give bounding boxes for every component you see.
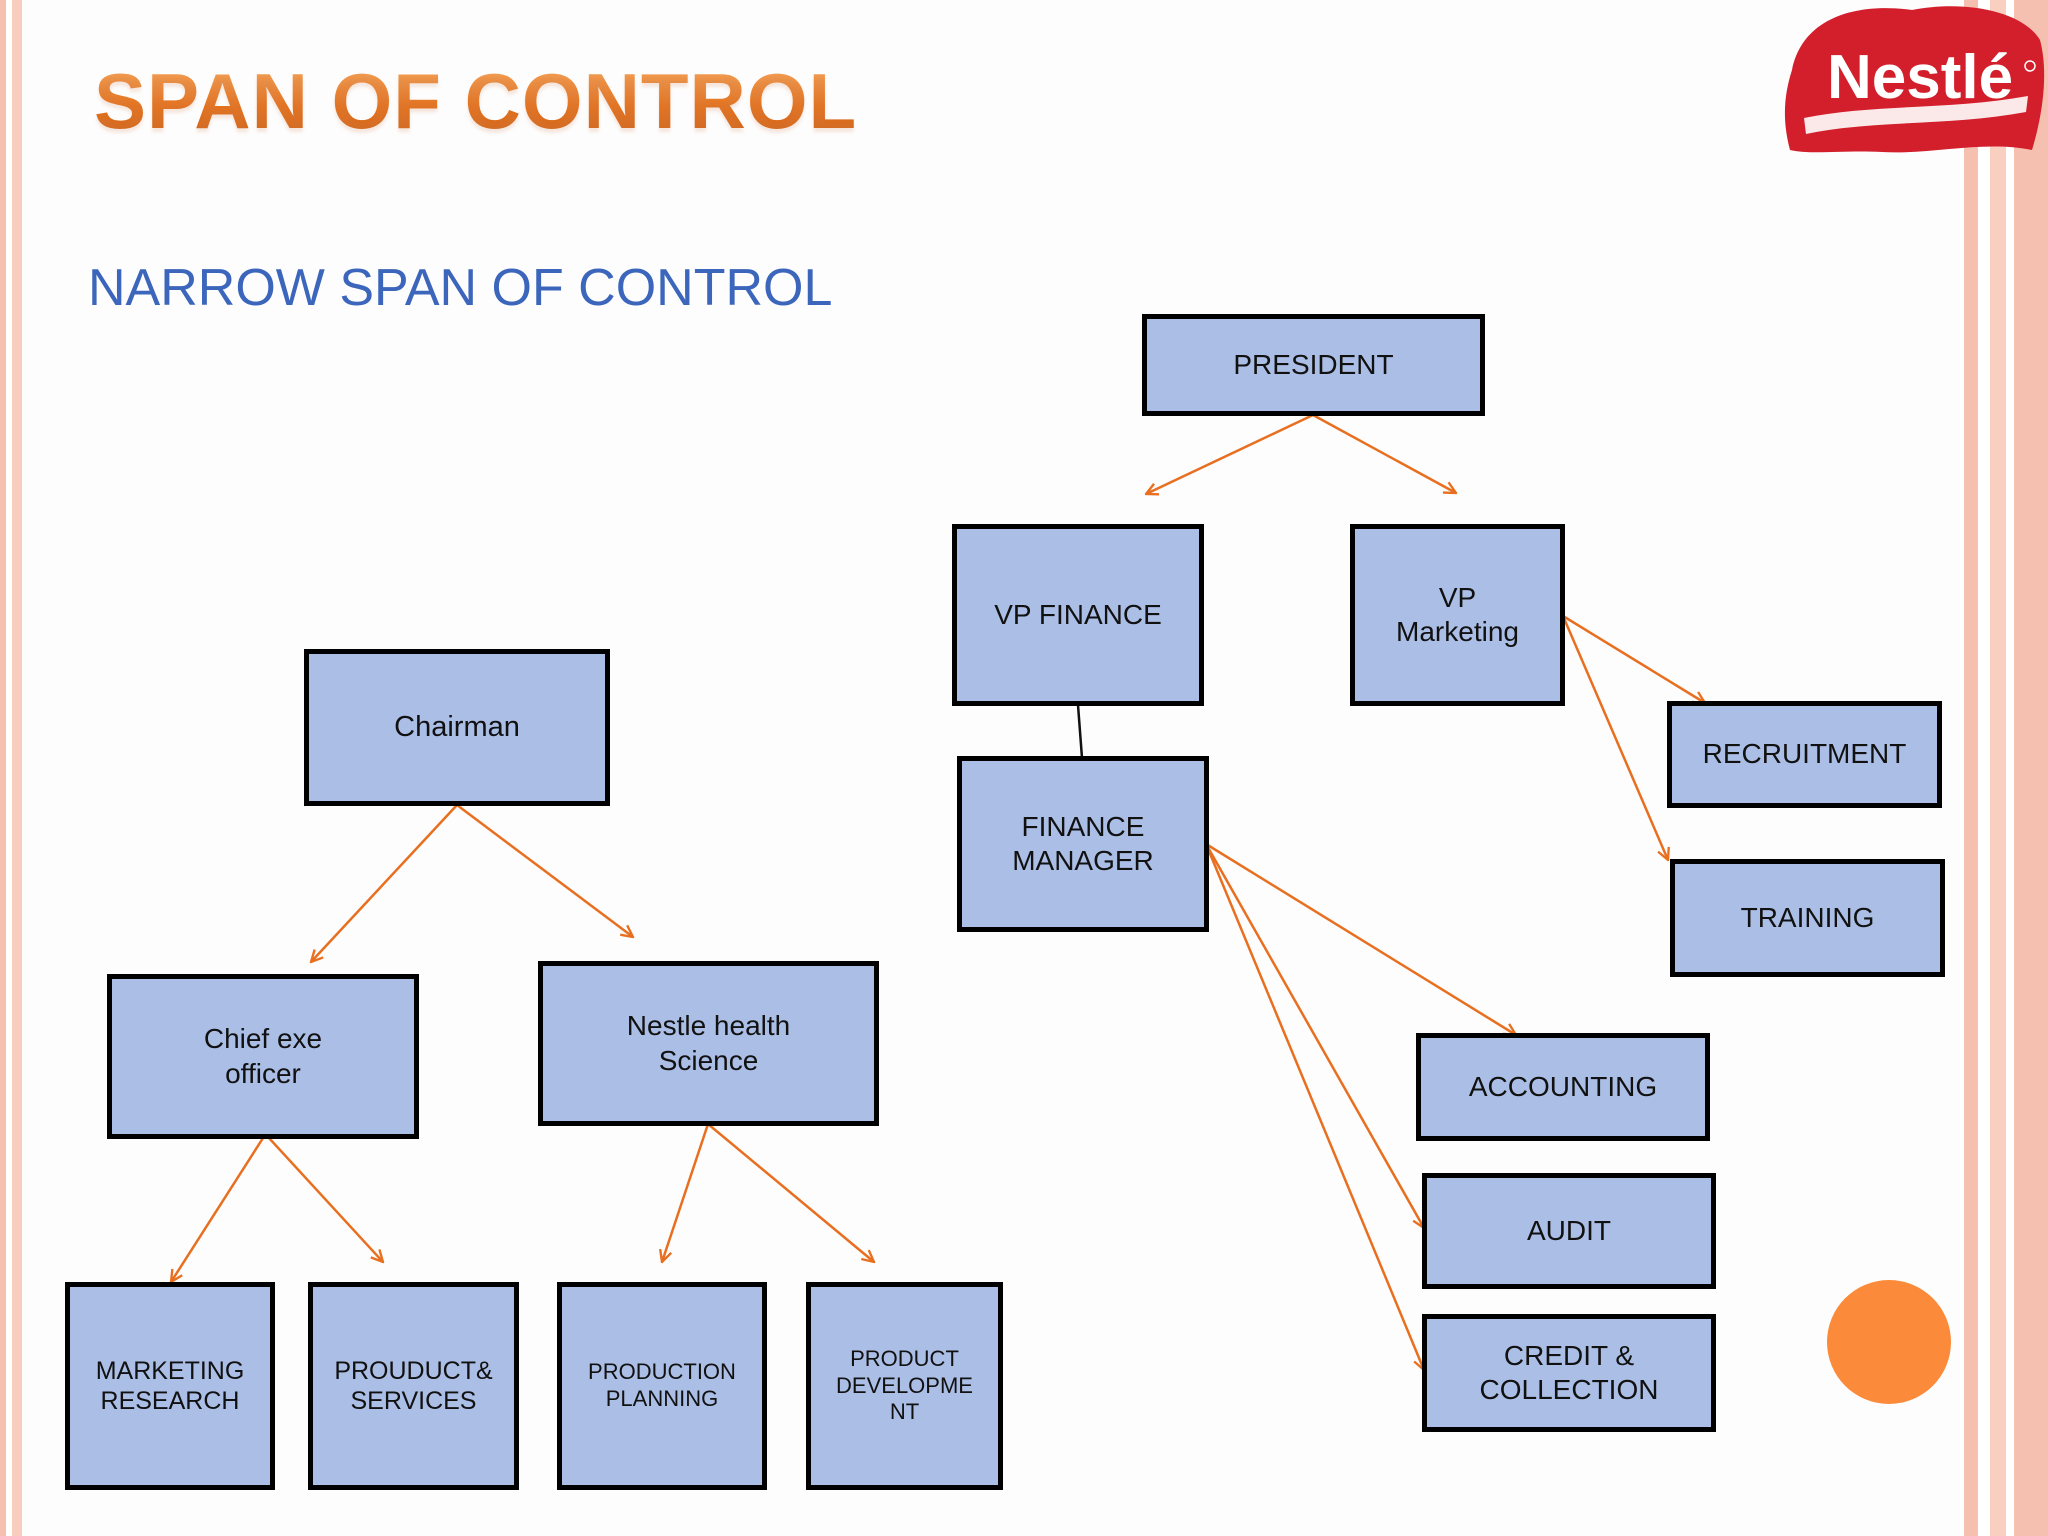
node-label: PRODUCT DEVELOPME NT <box>836 1345 973 1425</box>
decorative-orange-circle <box>1827 1280 1951 1404</box>
node-chief-exe-officer: Chief exe officer <box>107 974 419 1139</box>
node-label: Nestle health Science <box>626 1010 791 1076</box>
right-decorative-border <box>1960 0 2048 1536</box>
node-label: FINANCE MANAGER <box>1012 810 1154 876</box>
edge-chief-exe-marketing-research <box>171 1137 265 1282</box>
node-label: ACCOUNTING <box>1468 1070 1658 1102</box>
node-product-services: PROUDUCT& SERVICES <box>308 1282 519 1490</box>
node-label: TRAINING <box>1740 901 1875 933</box>
slide-title: SPAN OF CONTROL <box>94 57 858 145</box>
node-label: VP FINANCE <box>994 598 1162 630</box>
node-recruitment: RECRUITMENT <box>1667 701 1942 808</box>
node-label: MARKETING RESEARCH <box>95 1356 245 1416</box>
node-nestle-health-science: Nestle health Science <box>538 961 879 1126</box>
slide-subtitle: NARROW SPAN OF CONTROL <box>88 259 833 317</box>
node-label: RECRUITMENT <box>1702 738 1907 770</box>
node-label: PRODUCTION PLANNING <box>588 1359 736 1411</box>
nestle-logo: Nestlé <box>1784 6 2045 153</box>
edge-chief-exe-product-services <box>268 1137 383 1262</box>
node-vp-marketing: VP Marketing <box>1350 524 1565 706</box>
edge-nestle-health-production-planning <box>662 1123 710 1262</box>
edge-finance-manager-audit <box>1204 843 1424 1228</box>
node-marketing-research: MARKETING RESEARCH <box>65 1282 275 1490</box>
node-vp-finance: VP FINANCE <box>952 524 1204 706</box>
node-label: PRESIDENT <box>1233 348 1394 380</box>
node-label: CREDIT & COLLECTION <box>1479 1339 1659 1405</box>
edge-nestle-health-product-development <box>707 1123 874 1262</box>
node-audit: AUDIT <box>1422 1173 1716 1289</box>
edge-chairman-chief-exe <box>311 804 458 962</box>
logo-text: Nestlé <box>1827 43 2013 112</box>
edge-chairman-nestle-health <box>456 804 633 937</box>
node-credit-collection: CREDIT & COLLECTION <box>1422 1314 1716 1432</box>
node-production-planning: PRODUCTION PLANNING <box>557 1282 767 1490</box>
edge-vp-finance-finance-manager <box>1076 704 1084 759</box>
node-finance-manager: FINANCE MANAGER <box>957 756 1209 932</box>
node-president: PRESIDENT <box>1142 314 1485 416</box>
edge-president-vp-marketing <box>1312 413 1456 493</box>
edge-vp-marketing-recruitment <box>1562 614 1705 703</box>
node-chairman: Chairman <box>304 649 610 806</box>
node-label: Chairman <box>394 710 520 743</box>
left-decorative-border <box>0 0 22 1536</box>
node-label: Chief exe officer <box>203 1023 323 1089</box>
edge-president-vp-finance <box>1146 413 1314 494</box>
node-product-development: PRODUCT DEVELOPME NT <box>806 1282 1003 1490</box>
node-label: VP Marketing <box>1396 581 1519 647</box>
node-label: PROUDUCT& SERVICES <box>334 1356 493 1416</box>
node-training: TRAINING <box>1670 859 1945 977</box>
edge-finance-manager-credit <box>1204 843 1424 1370</box>
edge-vp-marketing-training <box>1561 615 1668 860</box>
node-accounting: ACCOUNTING <box>1416 1033 1710 1141</box>
node-label: AUDIT <box>1527 1214 1611 1246</box>
edge-finance-manager-accounting <box>1205 842 1516 1035</box>
